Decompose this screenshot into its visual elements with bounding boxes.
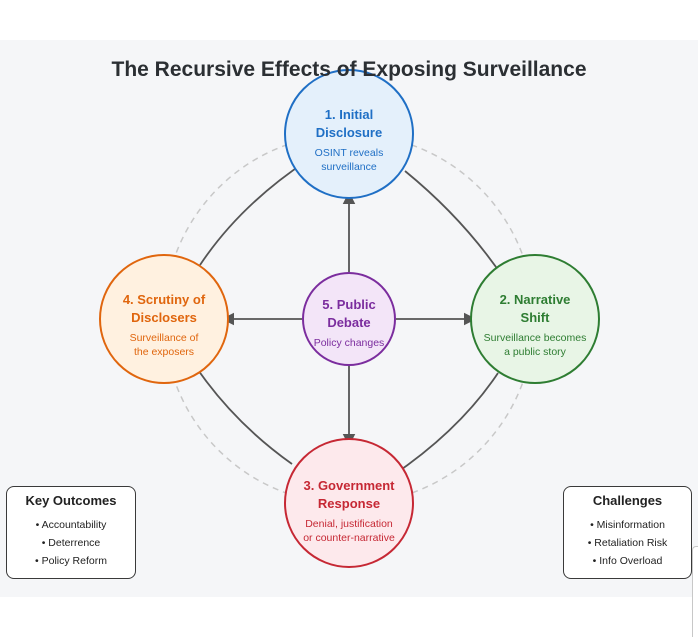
node-initial-circle: [284, 69, 414, 199]
node-initial-sub2: surveillance: [321, 161, 377, 173]
node-narrative-sub2: a public story: [504, 346, 566, 358]
list-item: • Deterrence: [41, 537, 101, 549]
list-item: • Accountability: [35, 519, 107, 531]
node-scrutiny-title: 4. Scrutiny of Disclosers: [99, 291, 229, 327]
node-scrutiny-sub1: Surveillance of: [129, 332, 199, 344]
arrow-scrutiny-to-initial: [199, 158, 311, 266]
node-narrative-line1: 2. Narrative: [499, 292, 571, 307]
node-narrative-line2: Shift: [520, 310, 550, 325]
node-initial-title: 1. Initial Disclosure: [289, 106, 409, 142]
node-initial-line2: Disclosure: [315, 125, 383, 140]
node-government-sub1: Denial, justification: [305, 518, 393, 530]
arrow-initial-to-narrative: [404, 170, 507, 283]
list-item: • Misinformation: [590, 519, 665, 531]
key-outcomes-box: Key Outcomes • Accountability • Deterren…: [6, 486, 136, 579]
list-item: • Retaliation Risk: [587, 537, 668, 549]
challenges-title: Challenges: [592, 493, 663, 508]
node-government-sub2: or counter-narrative: [303, 532, 395, 544]
node-debate-title: 5. Public Debate: [299, 296, 399, 332]
node-debate-line2: Debate: [327, 315, 371, 330]
node-debate-circle: [302, 272, 396, 366]
node-scrutiny-circle: [99, 254, 229, 384]
node-narrative-shift: 2. Narrative Shift Surveillance becomes …: [470, 291, 600, 359]
arrow-government-to-scrutiny: [188, 355, 293, 465]
diagram-title: The Recursive Effects of Exposing Survei…: [111, 58, 587, 81]
node-scrutiny-of-disclosers: 4. Scrutiny of Disclosers Surveillance o…: [99, 291, 229, 359]
node-narrative-circle: [470, 254, 600, 384]
list-item: • Policy Reform: [35, 555, 107, 567]
node-government-response: 3. Government Response Denial, justifica…: [284, 477, 414, 545]
node-initial-line1: 1. Initial: [324, 107, 374, 122]
node-scrutiny-subtitle: Surveillance of the exposers: [99, 331, 229, 359]
node-government-subtitle: Denial, justification or counter-narrati…: [284, 517, 414, 545]
node-initial-subtitle: OSINT reveals surveillance: [289, 146, 409, 174]
key-outcomes-list: • Accountability • Deterrence • Policy R…: [7, 516, 135, 570]
node-initial-disclosure: 1. Initial Disclosure OSINT reveals surv…: [289, 106, 409, 174]
node-narrative-subtitle: Surveillance becomes a public story: [470, 331, 600, 359]
node-scrutiny-sub2: the exposers: [133, 346, 195, 358]
node-debate-subtitle: Policy changes: [299, 336, 399, 350]
list-item: • Info Overload: [592, 555, 663, 567]
key-outcomes-title: Key Outcomes: [25, 493, 117, 508]
node-government-line2: Response: [317, 496, 381, 511]
node-scrutiny-line1: 4. Scrutiny of: [122, 292, 206, 307]
node-narrative-title: 2. Narrative Shift: [470, 291, 600, 327]
node-debate-line1: 5. Public: [322, 297, 376, 312]
arrow-narrative-to-government: [389, 372, 499, 478]
node-initial-sub1: OSINT reveals: [314, 147, 384, 159]
node-debate-sub1: Policy changes: [313, 337, 385, 349]
node-government-title: 3. Government Response: [284, 477, 414, 513]
node-government-line1: 3. Government: [303, 478, 395, 493]
challenges-list: • Misinformation • Retaliation Risk • In…: [564, 516, 691, 570]
node-narrative-sub1: Surveillance becomes: [483, 332, 587, 344]
challenges-box: Challenges • Misinformation • Retaliatio…: [563, 486, 692, 579]
node-scrutiny-line2: Disclosers: [131, 310, 197, 325]
node-government-circle: [284, 438, 414, 568]
node-public-debate: 5. Public Debate Policy changes: [299, 296, 399, 350]
window-resize-edge[interactable]: [692, 546, 698, 637]
